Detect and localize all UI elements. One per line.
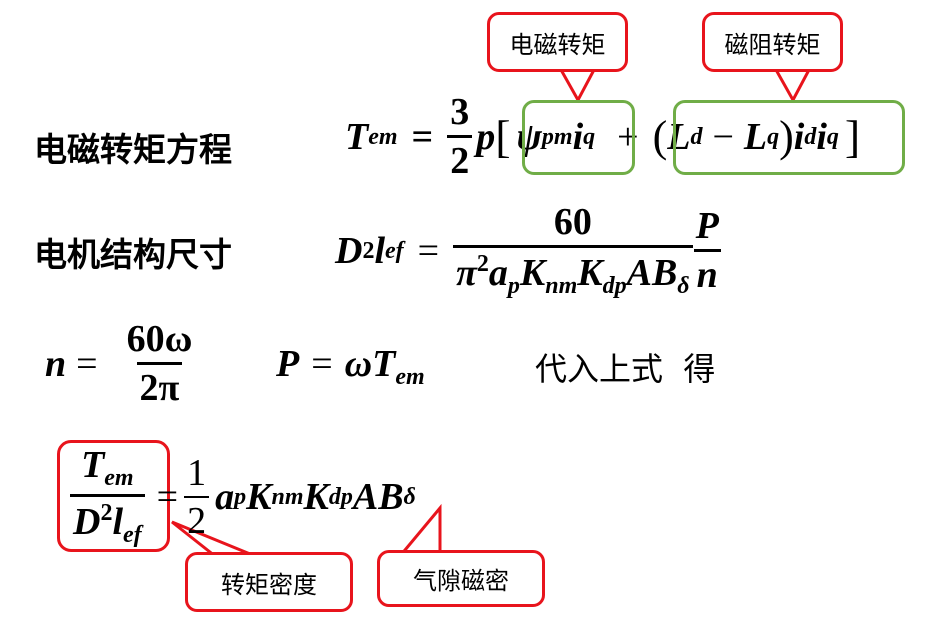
callout-em-torque: 电磁转矩 — [487, 12, 628, 72]
callout-rel-torque: 磁阻转矩 — [702, 12, 843, 72]
motor-size-label: 电机结构尺寸 — [34, 235, 232, 274]
substitute-text: 代入上式 得 — [535, 350, 716, 388]
torque-density-highlight — [57, 440, 170, 552]
torque-equation-label: 电磁转矩方程 — [34, 130, 232, 169]
callout-torque-density: 转矩密度 — [185, 552, 353, 612]
power-equation: P=ωTem — [276, 343, 425, 390]
callout-airgap-flux: 气隙磁密 — [377, 550, 545, 607]
rel-torque-highlight — [673, 100, 905, 175]
em-torque-highlight — [522, 100, 635, 175]
